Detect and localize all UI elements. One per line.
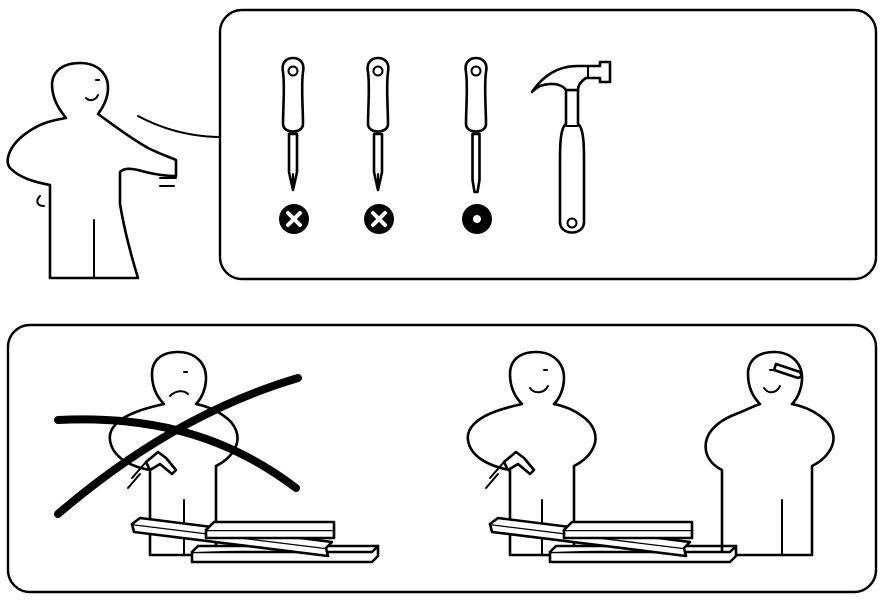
- cross-head-icon: [279, 204, 309, 234]
- flat-screwdriver-icon: [464, 56, 488, 194]
- tools-panel: [218, 8, 878, 281]
- hammer-icon: [530, 60, 612, 234]
- board-pile: [488, 516, 738, 564]
- crossed-out-icon: [54, 374, 302, 518]
- flat-head-icon: [462, 204, 492, 234]
- phillips-screwdriver-icon: [281, 56, 305, 192]
- cross-head-icon: [364, 204, 394, 234]
- pointing-person-figure: [6, 61, 223, 280]
- board-pile: [130, 516, 380, 564]
- happy-person-with-pencil-figure: [704, 350, 835, 557]
- happy-person-with-hammer-figure: [466, 350, 597, 557]
- phillips-screwdriver-icon: [366, 56, 390, 192]
